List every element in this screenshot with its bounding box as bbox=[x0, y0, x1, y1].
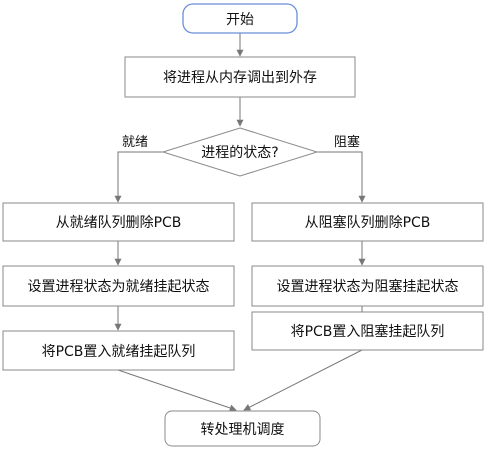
decision-node: 进程的状态? bbox=[161, 127, 319, 177]
branch-blocked-label: 阻塞 bbox=[334, 134, 360, 150]
set-blocked-suspended-box: 设置进程状态为阻塞挂起状态 bbox=[251, 265, 484, 307]
edge-decision-blocked bbox=[317, 151, 366, 203]
set-blocked-suspended-label: 设置进程状态为阻塞挂起状态 bbox=[277, 278, 459, 295]
remove-ready-label: 从就绪队列删除PCB bbox=[56, 215, 182, 231]
decision-label: 进程的状态? bbox=[201, 145, 278, 161]
set-ready-suspended-label: 设置进程状态为就绪挂起状态 bbox=[28, 279, 210, 295]
enqueue-blocked-suspended-label: 将PCB置入阻塞挂起队列 bbox=[291, 323, 445, 340]
swap-out-box: 将进程从内存调出到外存 bbox=[124, 56, 356, 98]
edge-enqueue-ready-to-dispatch bbox=[117, 369, 237, 412]
connectors bbox=[114, 33, 366, 412]
dispatch-label: 转处理机调度 bbox=[201, 422, 285, 438]
enqueue-ready-suspended-box: 将PCB置入就绪挂起队列 bbox=[2, 330, 235, 371]
branch-ready-label: 就绪 bbox=[122, 135, 148, 150]
remove-ready-box: 从就绪队列删除PCB bbox=[2, 202, 235, 242]
remove-blocked-label: 从阻塞队列删除PCB bbox=[305, 214, 431, 231]
remove-blocked-box: 从阻塞队列删除PCB bbox=[251, 202, 484, 242]
start-label: 开始 bbox=[226, 12, 254, 28]
enqueue-blocked-suspended-box: 将PCB置入阻塞挂起队列 bbox=[251, 311, 484, 351]
start-node: 开始 bbox=[182, 3, 298, 34]
set-ready-suspended-box: 设置进程状态为就绪挂起状态 bbox=[2, 265, 235, 307]
swap-out-label: 将进程从内存调出到外存 bbox=[163, 70, 317, 86]
enqueue-ready-suspended-label: 将PCB置入就绪挂起队列 bbox=[42, 344, 196, 360]
edge-enqueue-blocked-to-dispatch bbox=[243, 349, 363, 411]
dispatch-node: 转处理机调度 bbox=[164, 410, 321, 447]
edge-decision-ready bbox=[114, 151, 163, 203]
